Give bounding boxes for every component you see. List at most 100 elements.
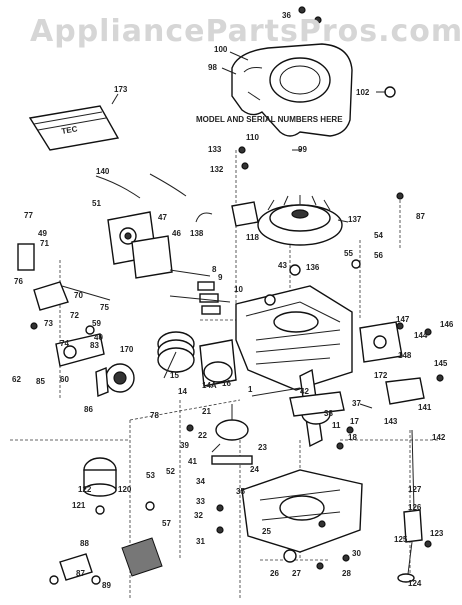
callout-47: 47 xyxy=(158,213,167,222)
callout-27: 27 xyxy=(292,569,301,578)
callout-126: 126 xyxy=(408,503,422,512)
callout-53: 53 xyxy=(146,471,155,480)
wire xyxy=(95,175,141,199)
assembly-lines xyxy=(10,150,440,600)
valve-parts xyxy=(169,269,231,315)
callout-133: 133 xyxy=(208,145,222,154)
leader-lines xyxy=(111,51,386,453)
carburetor xyxy=(95,363,135,398)
callout-146: 146 xyxy=(440,320,454,329)
callout-22: 22 xyxy=(198,431,207,440)
callout-75: 75 xyxy=(100,303,109,312)
callout-55: 55 xyxy=(344,249,353,258)
callout-57: 57 xyxy=(162,519,171,528)
callout-89: 89 xyxy=(102,581,111,590)
callout-141: 141 xyxy=(418,403,432,412)
callout-88: 88 xyxy=(80,539,89,548)
callout-26: 26 xyxy=(270,569,279,578)
callout-21: 21 xyxy=(202,407,211,416)
callout-31: 31 xyxy=(196,537,205,546)
callout-74: 74 xyxy=(60,339,69,348)
crankshaft xyxy=(251,368,345,448)
callout-23: 23 xyxy=(258,443,267,452)
callout-98: 98 xyxy=(208,63,217,72)
breather-assembly xyxy=(359,321,425,405)
callout-25: 25 xyxy=(262,527,271,536)
callout-10: 10 xyxy=(234,285,243,294)
callout-62: 62 xyxy=(12,375,21,384)
callout-9: 9 xyxy=(218,273,223,282)
callout-33: 33 xyxy=(196,497,205,506)
callout-37: 37 xyxy=(352,399,361,408)
callout-72: 72 xyxy=(70,311,79,320)
muffler xyxy=(59,537,163,581)
callout-143: 143 xyxy=(384,417,398,426)
callout-41: 41 xyxy=(188,457,197,466)
callout-17: 17 xyxy=(350,417,359,426)
flywheel xyxy=(257,195,343,246)
callout-136: 136 xyxy=(306,263,320,272)
callout-73: 73 xyxy=(44,319,53,328)
callout-87: 87 xyxy=(76,569,85,578)
callout-56: 56 xyxy=(374,251,383,260)
callout-100: 100 xyxy=(214,45,228,54)
callout-49: 49 xyxy=(38,229,47,238)
callout-110: 110 xyxy=(246,133,259,142)
callout-38: 38 xyxy=(324,409,333,418)
callout-43: 43 xyxy=(278,261,287,270)
svg-text:TEC: TEC xyxy=(61,124,79,136)
fuel-tank xyxy=(83,457,117,497)
callout-125: 125 xyxy=(394,535,408,544)
callout-54: 54 xyxy=(374,231,383,240)
callout-140: 140 xyxy=(96,167,110,176)
air-cleaner-body xyxy=(107,211,173,279)
cylinder-block xyxy=(235,285,353,391)
cam-gear xyxy=(211,404,253,465)
fuel-pipe xyxy=(55,333,105,367)
callout-40: 40 xyxy=(94,333,103,342)
callout-85: 85 xyxy=(36,377,45,386)
callout-144: 144 xyxy=(414,331,428,340)
callout-87: 87 xyxy=(416,212,425,221)
callout-148: 148 xyxy=(398,351,412,360)
callout-71: 71 xyxy=(40,239,49,248)
callout-32: 32 xyxy=(194,511,203,520)
callout-18: 18 xyxy=(348,433,357,442)
callout-102: 102 xyxy=(356,88,370,97)
callout-142: 142 xyxy=(432,433,446,442)
callout-30: 30 xyxy=(352,549,361,558)
callout-172: 172 xyxy=(374,371,388,380)
serial-note: MODEL AND SERIAL NUMBERS HERE xyxy=(196,115,343,124)
callout-8: 8 xyxy=(212,265,217,274)
callout-77: 77 xyxy=(24,211,33,220)
callout-39: 39 xyxy=(180,441,189,450)
callout-59: 59 xyxy=(92,319,101,328)
callout-35: 35 xyxy=(236,487,245,496)
manual-book: TEC xyxy=(28,105,120,151)
callout-34: 34 xyxy=(196,477,205,486)
callout-83: 83 xyxy=(90,341,99,350)
callout-28: 28 xyxy=(342,569,351,578)
callout-16: 16 xyxy=(222,379,231,388)
wire-80 xyxy=(149,173,187,197)
callout-137: 137 xyxy=(348,215,362,224)
ignition-coil xyxy=(195,201,259,227)
governor-linkage xyxy=(17,243,111,311)
callout-124: 124 xyxy=(408,579,422,588)
blower-housing xyxy=(231,43,353,137)
callout-52: 52 xyxy=(166,467,175,476)
callout-120: 120 xyxy=(118,485,132,494)
callout-11: 11 xyxy=(332,421,341,430)
callout-132: 132 xyxy=(210,165,224,174)
callout-51: 51 xyxy=(92,199,101,208)
callout-70: 70 xyxy=(74,291,83,300)
callout-15: 15 xyxy=(170,371,179,380)
callout-60: 60 xyxy=(60,375,69,384)
callout-42: 42 xyxy=(300,387,309,396)
callout-122: 122 xyxy=(78,485,92,494)
callout-86: 86 xyxy=(84,405,93,414)
watermark: AppliancePartsPros.com xyxy=(30,14,462,49)
callout-78: 78 xyxy=(150,411,159,420)
callout-123: 123 xyxy=(430,529,444,538)
